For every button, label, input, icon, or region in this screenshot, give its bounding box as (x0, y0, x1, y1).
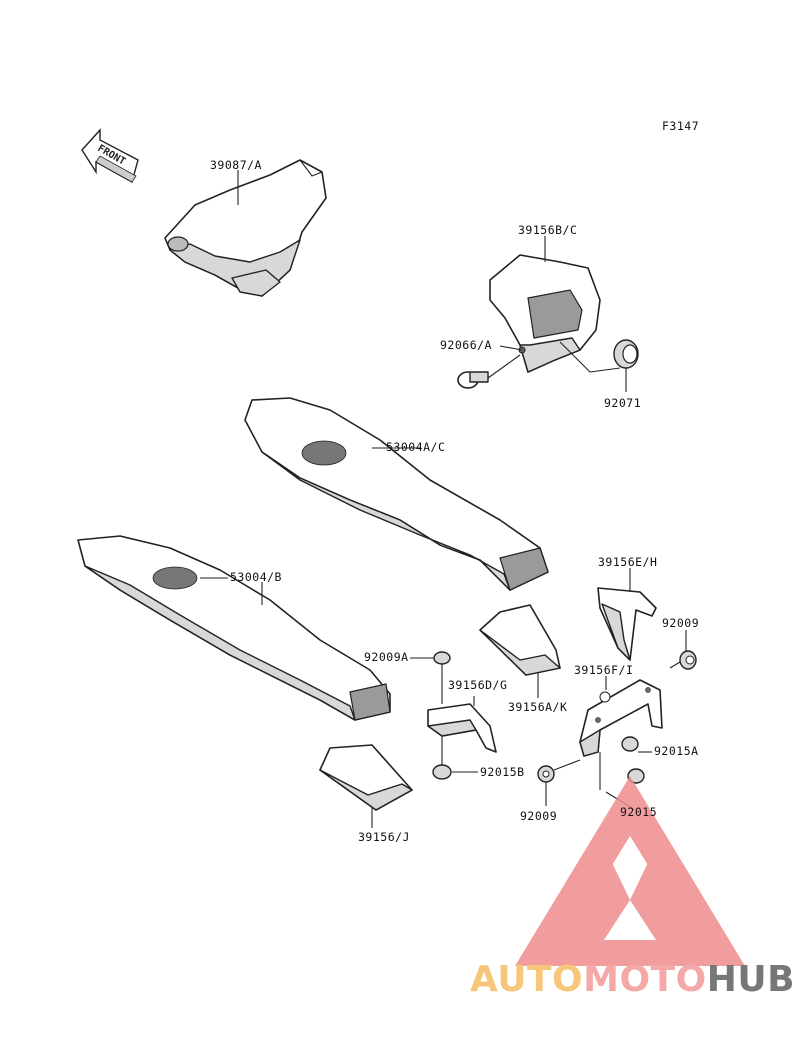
label-39156j: 39156/J (358, 830, 410, 844)
part-bracket-cover (489, 254, 601, 373)
label-92009-bottom: 92009 (520, 809, 558, 823)
label-53004ac: 53004A/C (386, 440, 446, 454)
front-arrow-icon: FRONT (81, 128, 139, 184)
label-92071: 92071 (604, 396, 642, 410)
label-39087a: 39087/A (210, 158, 262, 172)
automotohub-logo (515, 776, 745, 966)
label-53004b: 53004/B (230, 570, 282, 584)
label-39156fi: 39156F/I (574, 663, 634, 677)
part-bracket-fi (579, 679, 663, 757)
part-grommet-92015b (432, 764, 452, 780)
label-92009-right: 92009 (662, 616, 700, 630)
part-pad-j (319, 744, 413, 811)
vent-grille-upper (301, 440, 347, 466)
part-clip-92015a (621, 736, 639, 752)
label-39156eh: 39156E/H (598, 555, 658, 569)
label-39156ak: 39156A/K (508, 700, 568, 714)
part-pad-ak (479, 604, 561, 676)
wordmark-auto: AUTO (470, 959, 584, 1000)
part-grommet-92009-right (679, 650, 697, 670)
wordmark-hub: HUB (706, 959, 796, 1000)
part-seat-cowl (164, 159, 327, 297)
label-39156dg: 39156D/G (448, 678, 508, 692)
label-92015b: 92015B (480, 765, 525, 779)
part-bolt-92009a (433, 651, 451, 665)
part-grommet-92009-bottom (537, 765, 555, 783)
label-92009a: 92009A (364, 650, 409, 664)
vent-grille-lower (152, 566, 198, 590)
part-pin (457, 346, 526, 389)
label-92015a: 92015A (654, 744, 699, 758)
wordmark-moto: MOTO (583, 959, 707, 1000)
automotohub-wordmark: AUTOMOTOHUB (470, 962, 795, 998)
part-bracket-eh (597, 587, 657, 661)
part-side-cover-lower (77, 535, 391, 721)
part-bracket-dg (427, 703, 497, 753)
label-92015: 92015 (620, 805, 658, 819)
part-grommet (613, 339, 639, 369)
part-side-cover-upper (244, 397, 549, 591)
label-92066a: 92066/A (440, 338, 492, 352)
label-39156bc: 39156B/C (518, 223, 578, 237)
figure-code: F3147 (662, 119, 700, 133)
